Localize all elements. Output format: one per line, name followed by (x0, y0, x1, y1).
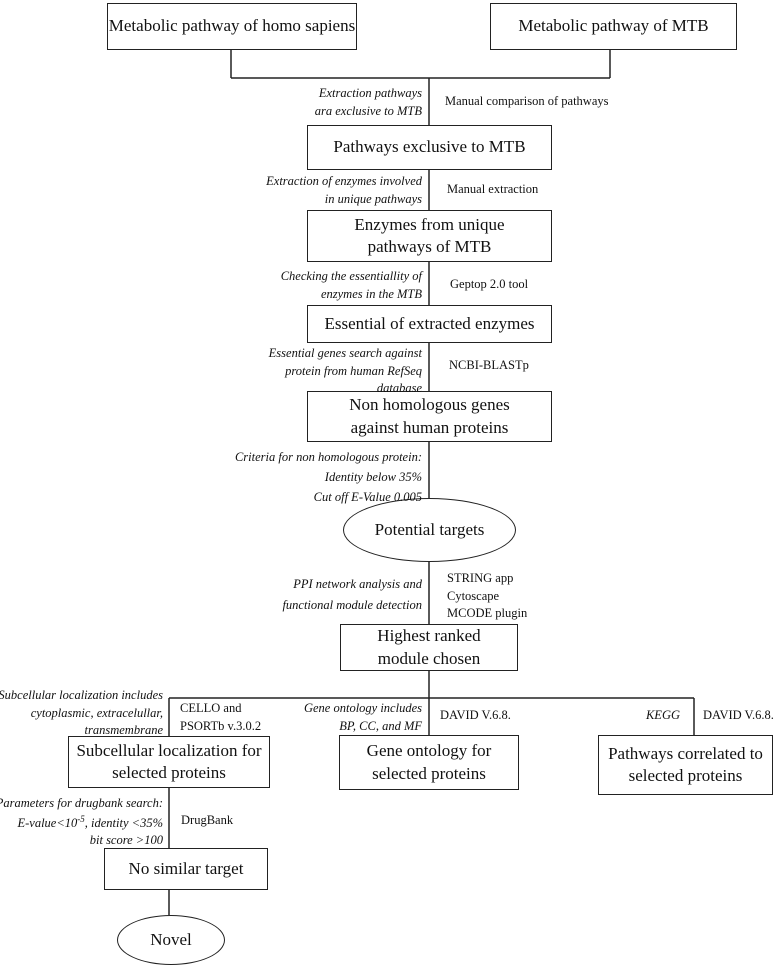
unique-enzymes-box: Enzymes from unique pathways of MTB (307, 210, 552, 262)
criteria-line2: Identity below 35% (324, 470, 422, 484)
no-similar-target-label: No similar target (128, 858, 244, 878)
exclusive-pathways-label: Pathways exclusive to MTB (333, 137, 526, 157)
evalue-exponent: -5 (77, 813, 85, 824)
david-go-label: DAVID V.6.8. (440, 708, 511, 722)
kegg-note: KEGG (646, 707, 680, 725)
extraction-pathways-line2: ara exclusive to MTB (314, 103, 422, 118)
cytoscape-label: Cytoscape (447, 588, 500, 603)
manual-comparison-note: Manual comparison of pathways (445, 93, 609, 111)
homo-sapiens-pathway-box: Metabolic pathway of homo sapiens (107, 3, 357, 50)
enzymes-extraction-note: Extraction of enzymes involved in unique… (266, 173, 422, 208)
drugbank-params-line2: E-value<10-5, identity <35% (0, 813, 163, 833)
unique-enzymes-line2: pathways of MTB (367, 237, 492, 256)
potential-targets-oval: Potential targets (343, 498, 516, 562)
subcellular-includes-note: Subcellular localization includes cytopl… (0, 687, 163, 740)
geptop-label: Geptop 2.0 tool (450, 277, 529, 291)
subcellular-line1: Subcellular localization for (76, 740, 262, 760)
essential-enzymes-label: Essential of extracted enzymes (324, 313, 535, 333)
pathways-correlated-box: Pathways correlated to selected proteins (598, 735, 773, 795)
essential-genes-search-note: Essential genes search against protein f… (269, 345, 422, 398)
pathways-correlated-line1: Pathways correlated to (608, 743, 763, 763)
kegg-label: KEGG (645, 708, 680, 722)
pathways-correlated-line2: selected proteins (628, 766, 743, 785)
highest-ranked-line2: module chosen (377, 648, 481, 668)
cello-psortb-note: CELLO and PSORTb v.3.0.2 (180, 700, 261, 735)
subcellular-line2: selected proteins (112, 763, 226, 782)
homo-sapiens-pathway-label: Metabolic pathway of homo sapiens (108, 16, 356, 36)
essentiality-check-line1: Checking the essentiallity of (280, 269, 422, 283)
psortb-label: PSORTb v.3.0.2 (180, 718, 262, 733)
highest-ranked-line1: Highest ranked (377, 626, 481, 646)
highest-ranked-module-box: Highest ranked module chosen (340, 624, 518, 671)
subcellular-includes-line2: cytoplasmic, extracelullar, (30, 705, 163, 720)
manual-comparison-label: Manual comparison of pathways (445, 94, 609, 108)
david-kegg-note: DAVID V.6.8. (703, 707, 774, 725)
ncbi-blast-note: NCBI-BLASTp (449, 357, 529, 375)
criteria-line3: Cut off E-Value 0.005 (313, 490, 422, 504)
string-app-label: STRING app (447, 571, 514, 585)
essential-genes-line3: database (376, 381, 422, 395)
non-homologous-box: Non homologous genes against human prote… (307, 391, 552, 442)
gene-ontology-includes-line1: Gene ontology includes (303, 701, 422, 715)
exclusive-pathways-box: Pathways exclusive to MTB (307, 125, 552, 170)
non-homologous-line2: against human proteins (350, 417, 509, 437)
ppi-network-line1: PPI network analysis and (293, 577, 422, 591)
essential-genes-line1: Essential genes search against (268, 346, 422, 360)
ncbi-blast-label: NCBI-BLASTp (449, 358, 529, 372)
no-similar-target-box: No similar target (104, 848, 268, 890)
drugbank-params-line3: bit score >100 (89, 833, 163, 848)
essentiality-check-line2: enzymes in the MTB (320, 286, 422, 301)
essential-genes-line2: protein from human RefSeq (285, 363, 422, 378)
extraction-pathways-line1: Extraction pathways (318, 86, 422, 100)
non-homologous-criteria-note: Criteria for non homologous protein: Ide… (235, 447, 422, 507)
enzymes-extraction-line1: Extraction of enzymes involved (266, 174, 422, 188)
criteria-line1: Criteria for non homologous protein: (234, 450, 422, 464)
drugbank-params-line1: Parameters for drugbank search: (0, 796, 163, 810)
unique-enzymes-line1: Enzymes from unique (354, 214, 505, 234)
essentiality-check-note: Checking the essentiallity of enzymes in… (281, 268, 422, 303)
drugbank-params-note: Parameters for drugbank search: E-value<… (0, 795, 163, 850)
gene-ontology-line1: Gene ontology for (366, 741, 492, 761)
string-cytoscape-note: STRING app Cytoscape MCODE plugin (447, 570, 527, 623)
gene-ontology-includes-line2: BP, CC, and MF (339, 718, 422, 733)
mtb-pathway-box: Metabolic pathway of MTB (490, 3, 737, 50)
mcode-plugin-label: MCODE plugin (447, 606, 528, 620)
subcellular-includes-line1: Subcellular localization includes (0, 688, 163, 702)
cello-label: CELLO and (180, 701, 242, 715)
identity-label: , identity <35% (84, 815, 163, 830)
non-homologous-line1: Non homologous genes (349, 395, 510, 415)
extraction-pathways-note: Extraction pathways ara exclusive to MTB (315, 85, 422, 120)
evalue-label: E-value<10 (17, 815, 78, 830)
geptop-note: Geptop 2.0 tool (450, 276, 528, 294)
mtb-pathway-label: Metabolic pathway of MTB (518, 16, 709, 36)
drugbank-note: DrugBank (181, 812, 233, 830)
ppi-network-note: PPI network analysis and functional modu… (282, 574, 422, 617)
gene-ontology-box: Gene ontology for selected proteins (339, 735, 519, 790)
manual-extraction-label: Manual extraction (447, 182, 539, 196)
manual-extraction-note: Manual extraction (447, 181, 538, 199)
ppi-network-line2: functional module detection (282, 598, 422, 613)
subcellular-includes-line3: transmembrane (84, 723, 163, 737)
novel-label: Novel (150, 930, 192, 949)
subcellular-localization-box: Subcellular localization for selected pr… (68, 736, 270, 788)
essential-enzymes-box: Essential of extracted enzymes (307, 305, 552, 343)
novel-oval: Novel (117, 915, 225, 965)
david-go-note: DAVID V.6.8. (440, 707, 511, 725)
gene-ontology-includes-note: Gene ontology includes BP, CC, and MF (304, 700, 422, 735)
potential-targets-label: Potential targets (374, 520, 485, 539)
david-kegg-label: DAVID V.6.8. (703, 708, 774, 722)
drugbank-label: DrugBank (181, 813, 234, 827)
gene-ontology-line2: selected proteins (372, 763, 486, 783)
enzymes-extraction-line2: in unique pathways (324, 191, 422, 206)
